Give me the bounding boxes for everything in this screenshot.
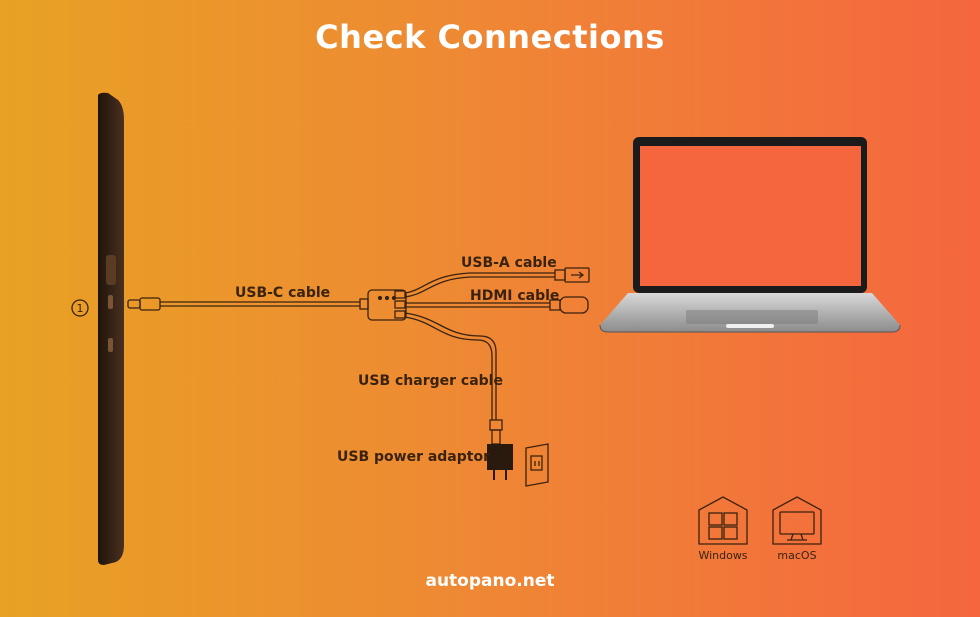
usb-charger-cable-label: USB charger cable [358, 373, 503, 389]
side-button [106, 255, 116, 285]
usb-power-adaptor [487, 444, 513, 480]
page-title: Check Connections [315, 18, 665, 56]
usb-a-cable [404, 267, 590, 298]
usb-c-cable [127, 297, 369, 311]
pen-display-device [98, 92, 124, 565]
laptop-screen [640, 146, 861, 286]
hdmi-cable-label: HDMI cable [470, 288, 559, 304]
usb-power-adaptor-label: USB power adaptor [337, 449, 490, 465]
usb-c-cable-label: USB-C cable [235, 285, 330, 301]
macos-box-outline [772, 496, 822, 545]
windows-icon [708, 512, 738, 540]
port-secondary [108, 338, 113, 352]
wall-socket-icon [525, 443, 549, 487]
step-number: 1 [77, 302, 84, 315]
macos-label: macOS [777, 549, 816, 562]
windows-label: Windows [698, 549, 747, 562]
usb-charger-cable [404, 312, 503, 445]
macos-badge [772, 496, 822, 545]
windows-box-outline [698, 496, 748, 545]
usb-a-cable-label: USB-A cable [461, 255, 557, 271]
site-watermark: autopano.net [425, 571, 555, 591]
hdmi-cable [405, 296, 589, 314]
monitor-icon [779, 511, 815, 541]
cable-hub [367, 289, 407, 321]
step-number-badge: 1 [71, 299, 89, 317]
laptop-icon [599, 137, 901, 333]
usb-c-port [108, 295, 113, 309]
windows-badge [698, 496, 748, 545]
